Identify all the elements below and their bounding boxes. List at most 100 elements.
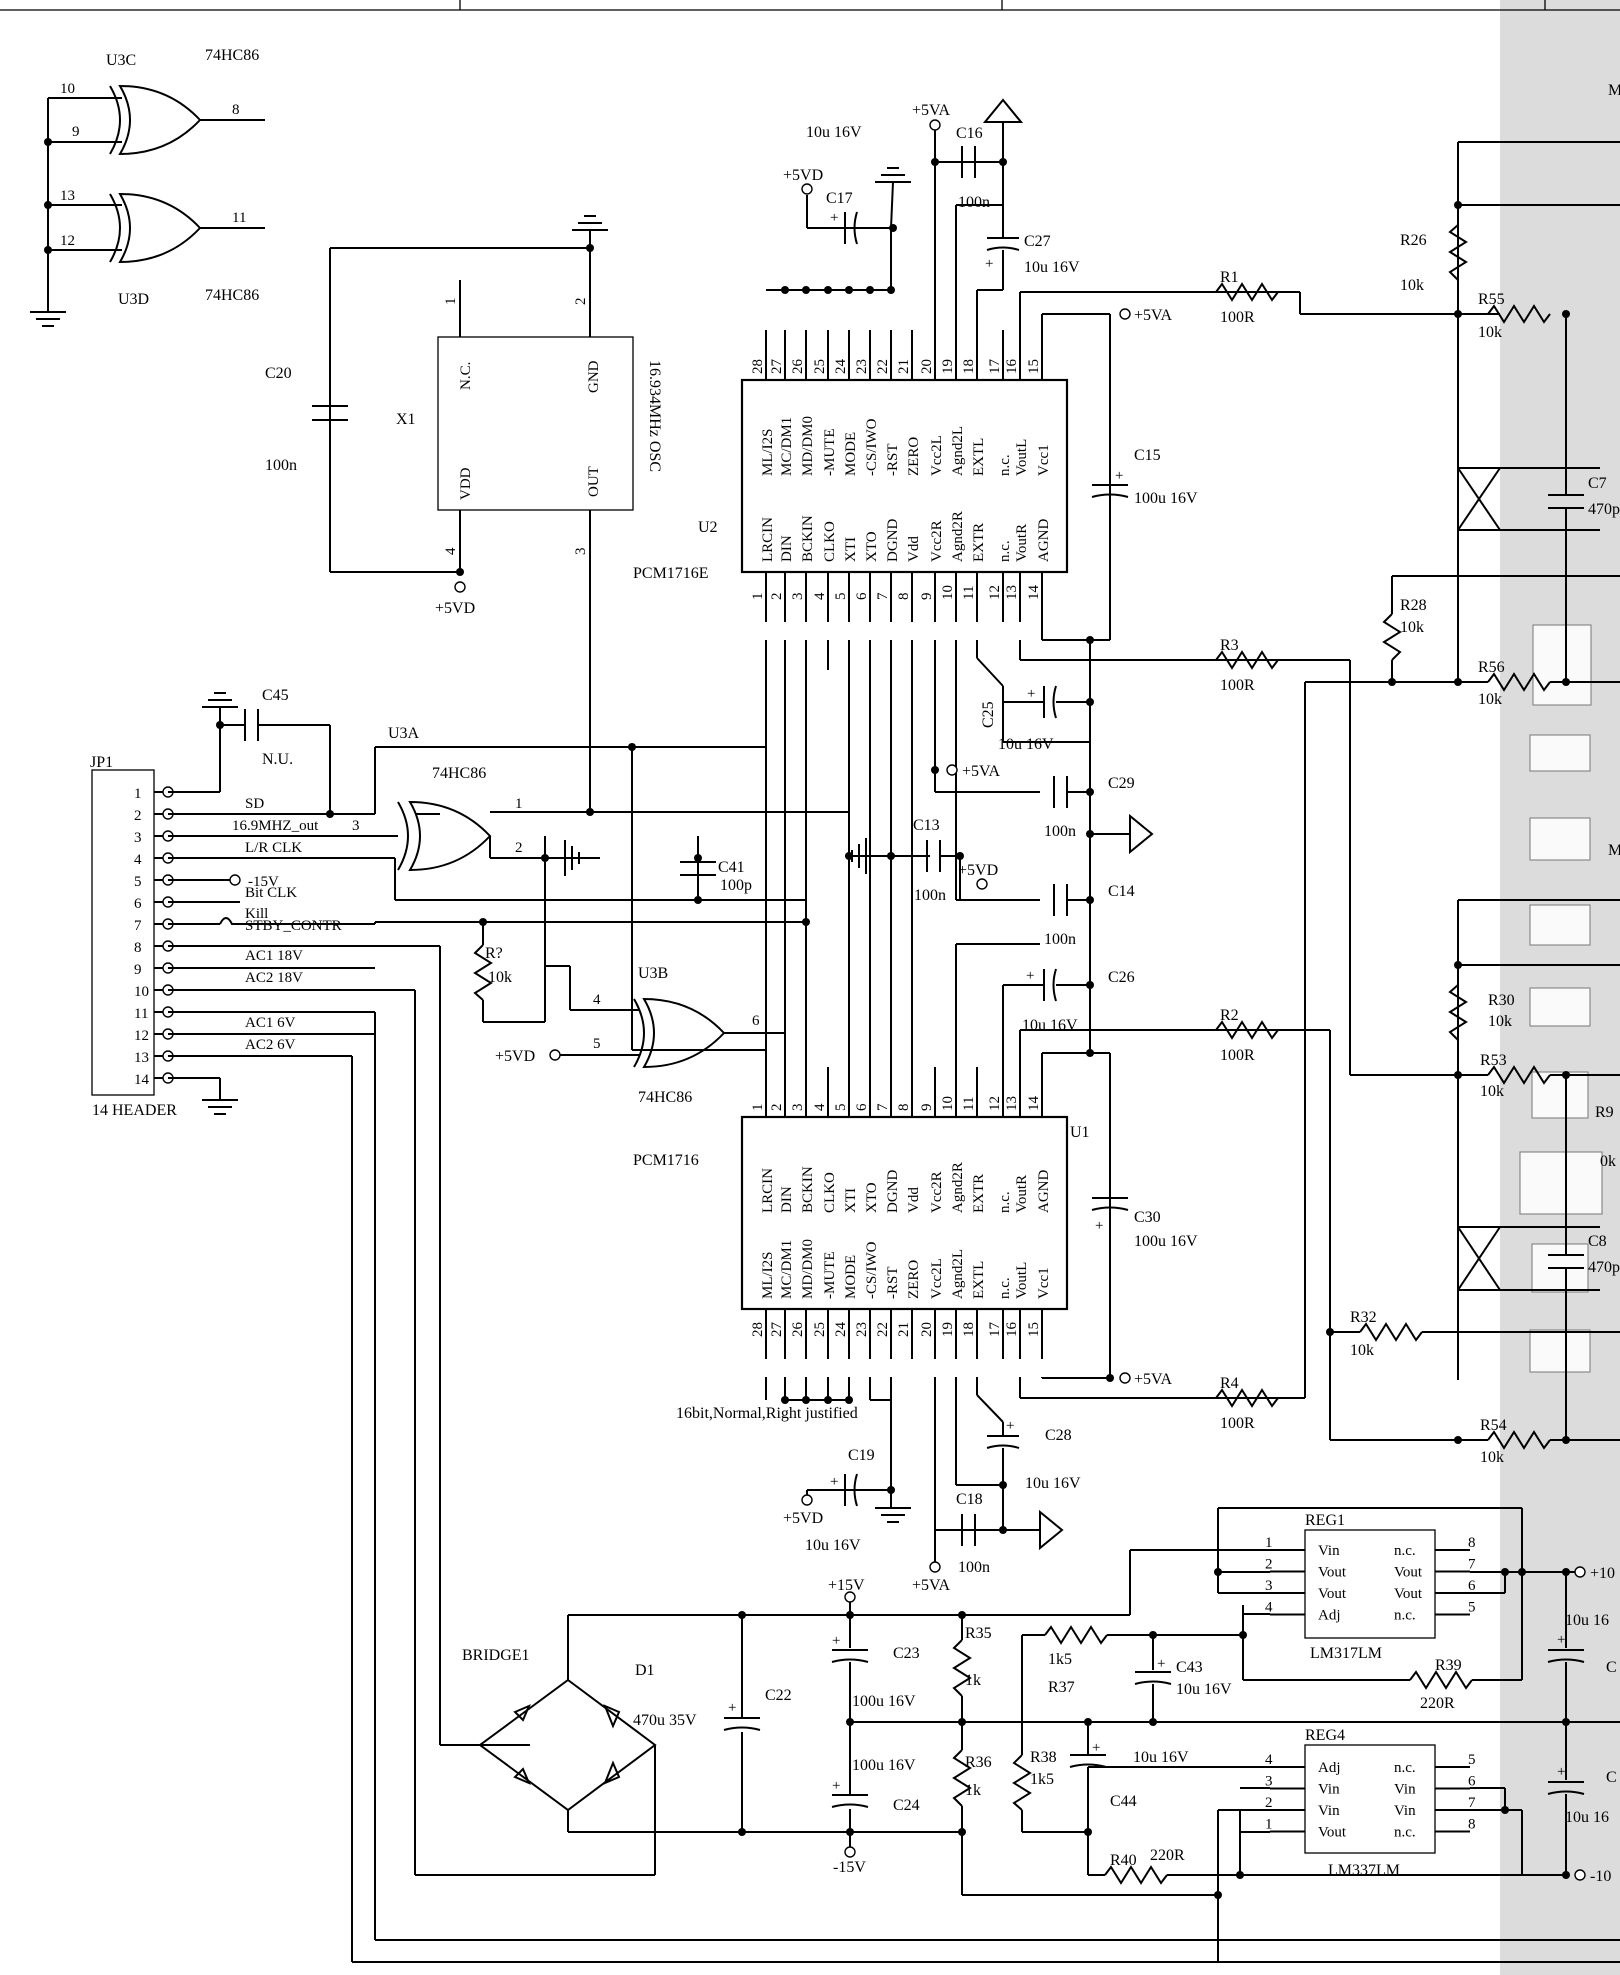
c23-plus: + (832, 1633, 840, 1649)
c13-val: 100n (914, 887, 946, 904)
u1-pin-name: MC/DM1 (779, 1240, 795, 1299)
c8-ref: C8 (1588, 1233, 1607, 1250)
r1-val: 100R (1220, 309, 1255, 326)
jp1-pin-number: 13 (134, 1050, 149, 1066)
u2-pin-number: 14 (1026, 585, 1042, 601)
u2-pin-number: 4 (812, 592, 828, 600)
net-ac1-18: AC1 18V (245, 948, 303, 964)
u2-pin-name: LRCIN (760, 517, 776, 562)
jp1-pin-number: 9 (134, 962, 142, 978)
u1-pin-name: Agnd2L (950, 1249, 966, 1299)
capacitor-c27: + C27 10u 16V (985, 233, 1080, 276)
x1-gnd: GND (586, 360, 602, 393)
gate-u3b: U3B 74HC86 4 5 6 (593, 965, 760, 1106)
u1-pin-name: MODE (843, 1255, 859, 1299)
jp1-pin-number: 6 (134, 896, 142, 912)
u3c-ref: U3C (106, 52, 136, 69)
capacitor-c8: C8 470p (1548, 1233, 1620, 1276)
u1-pin-number: 21 (896, 1322, 912, 1337)
c13-ref: C13 (913, 817, 940, 834)
u1-pin-name: EXTL (971, 1261, 987, 1299)
ground-symbol (875, 1507, 911, 1523)
r35-val: 1k (965, 1672, 981, 1689)
rq-ref: R? (485, 945, 503, 962)
c28-ref: C28 (1045, 1427, 1072, 1444)
c44-plus: + (1092, 1740, 1100, 1756)
r53-val: 10k (1480, 1083, 1504, 1100)
header-jp1: JP1 14 HEADER (90, 754, 177, 1119)
c19-ref: C19 (848, 1447, 875, 1464)
c17-supply: +5VD (783, 167, 823, 184)
r39-val: 220R (1420, 1695, 1455, 1712)
u3b-pin5: 5 (593, 1036, 601, 1052)
u1-pin-name: -RST (885, 1266, 901, 1299)
u2-pin-name: DIN (779, 535, 795, 562)
capacitor-c13: C13 100n (913, 817, 946, 904)
u1-pin-name: MD/DM0 (800, 1239, 816, 1299)
u1-pin-name: n.c. (997, 1191, 1013, 1213)
c20-ref: C20 (265, 365, 292, 382)
c15-plus: + (1115, 468, 1123, 484)
u1-pin-number: 24 (833, 1322, 849, 1338)
u1-pin-name: Agnd2R (950, 1162, 966, 1213)
r56-ref: R56 (1478, 659, 1505, 676)
capacitor-c15: + C15 100u 16V (1091, 447, 1198, 507)
gate-u3c: U3C 74HC86 10 9 8 (48, 47, 265, 156)
rail-m15: -15V (833, 1859, 866, 1876)
u3d-pin12: 12 (60, 233, 75, 249)
u3b-supply: +5VD (495, 1048, 535, 1065)
capacitor-c28: + C28 10u 16V (986, 1418, 1081, 1492)
u3d-pin11: 11 (232, 210, 246, 226)
c41-val: 100p (720, 877, 752, 894)
r39-ref: R39 (1435, 1657, 1462, 1674)
reg1-pin-number: 8 (1468, 1535, 1476, 1551)
u2-pin-number: 11 (961, 586, 977, 600)
c22-val: 470u 35V (633, 1712, 697, 1729)
u3a-ref: U3A (388, 725, 420, 742)
c14-val: 100n (1044, 931, 1076, 948)
rq-val: 10k (488, 969, 512, 986)
u1-pin-number: 4 (812, 1103, 828, 1111)
reg1-pin-name: Vout (1318, 1565, 1347, 1581)
c30-plus: + (1095, 1218, 1103, 1234)
bridge-ref: BRIDGE1 (462, 1647, 530, 1664)
u1-pin-name: Vcc2R (929, 1171, 945, 1213)
c19-val: 10u 16V (805, 1537, 861, 1554)
c20-val: 100n (265, 457, 297, 474)
reg4-pin-name: Adj (1318, 1760, 1341, 1776)
u1-pin-name: VoutR (1014, 1175, 1030, 1213)
rail-m10: -10 (1590, 1868, 1611, 1885)
reg4-pin-number: 1 (1265, 1817, 1273, 1833)
r1-ref: R1 (1220, 269, 1239, 286)
u2-pin-number: 7 (875, 592, 891, 600)
r28-ref: R28 (1400, 597, 1427, 614)
u1-pin-number: 8 (896, 1104, 912, 1112)
c26-val: 10u 16V (1022, 1017, 1078, 1034)
reg4-pin-name: Vout (1318, 1825, 1347, 1841)
x1-supply: +5VD (435, 600, 475, 617)
rail-p15: +15V (828, 1577, 865, 1594)
u1-pin-number: 2 (769, 1104, 785, 1112)
r30-ref: R30 (1488, 992, 1515, 1009)
capacitor-c30: + C30 100u 16V (1091, 1197, 1198, 1250)
r28-val: 10k (1400, 619, 1424, 636)
u1-pin-number: 3 (790, 1104, 806, 1112)
c27-val: 10u 16V (1024, 259, 1080, 276)
capacitor-c16: C16 100n (956, 125, 990, 211)
jp1-part: 14 HEADER (92, 1102, 177, 1119)
capacitor-c18: C18 100n (956, 1491, 990, 1576)
thumbnail-strip (1519, 624, 1603, 1373)
u2-pin-name: Agnd2R (950, 511, 966, 562)
reg4-pin-number: 6 (1468, 1774, 1476, 1790)
u1-pin-name: -MUTE (822, 1252, 838, 1300)
c22-ref: C22 (765, 1687, 792, 1704)
c19-plus: + (830, 1474, 838, 1490)
r56-val: 10k (1478, 691, 1502, 708)
u2-pin-name: -MUTE (822, 429, 838, 477)
x1-part: 16.934MHz OSC (646, 360, 663, 472)
r32-ref: R32 (1350, 1309, 1377, 1326)
u2-pin-number: 19 (940, 359, 956, 374)
r38-val: 1k5 (1030, 1771, 1054, 1788)
c7-val: 470p (1588, 501, 1620, 518)
u1-pin-number: 20 (919, 1322, 935, 1337)
